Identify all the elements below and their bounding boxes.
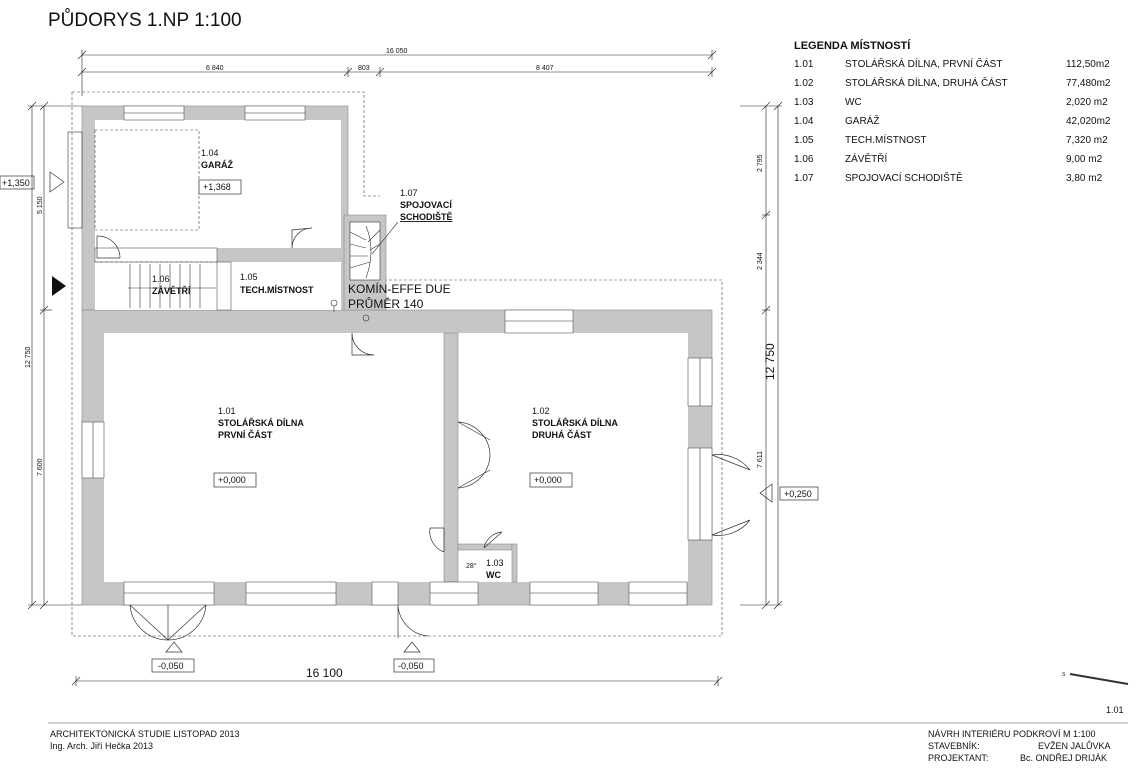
room-1-04-code: 1.04 [201,148,219,158]
legend-name: SPOJOVACÍ SCHODIŠTĚ [845,171,963,184]
dim-bottom-total: 16 100 [306,666,343,680]
wc-walls-side [511,543,518,583]
room-1-02-level: +0,000 [534,475,562,485]
dimension-lines [77,50,717,96]
room-1-02-name-2: DRUHÁ ČÁST [532,429,592,440]
legend-code: 1.03 [794,97,814,108]
room-1-02-name-1: STOLÁŘSKÁ DÍLNA [532,417,618,428]
legend-area: 3,80 m2 [1066,173,1103,184]
level-markers: +1,350 +0,250 -0,050 -0,050 [0,171,819,673]
drawing-title: PŮDORYS 1.NP 1:100 [48,9,242,31]
legend-area: 42,020m2 [1066,116,1111,127]
chimney-symbol [330,299,370,322]
legend-area: 77,480m2 [1066,78,1111,89]
room-1-06-name: ZÁVĚTŘÍ [152,285,191,296]
legend-name: ZÁVĚTŘÍ [845,152,887,165]
room-1-03-name: WC [486,570,501,580]
legend-code: 1.02 [794,78,814,89]
dimension-bottom [71,676,723,686]
room-1-05-floor [231,262,341,310]
footer-left-1: ARCHITEKTONICKÁ STUDIE LISTOPAD 2013 [50,729,240,739]
legend-name: WC [845,97,862,108]
level-right: +0,250 [784,489,812,499]
legend-code: 1.07 [794,173,814,184]
room-1-01-level: +0,000 [218,475,246,485]
dim-left-lower: 7 600 [37,458,44,476]
room-labels: 1.04 GARÁŽ +1,368 1.05 TECH.MÍSTNOST 1.0… [152,148,618,580]
room-1-04-name: GARÁŽ [201,159,233,170]
room-1-03-angle: 28° [466,562,477,570]
footer-investor-label: STAVEBNÍK: [928,741,980,751]
room-1-06-floor [95,262,217,310]
room-1-07-name-1: SPOJOVACÍ [400,200,452,210]
room-1-05-code: 1.05 [240,272,258,282]
room-1-01-name-2: PRVNÍ ČÁST [218,429,273,440]
dim-top-total: 16 050 [386,48,408,55]
north-arrow-letter: S [1062,672,1066,678]
legend-name: GARÁŽ [845,114,879,127]
partition-wall [443,332,459,583]
room-1-07-name-2: SCHODIŠTĚ [400,211,453,222]
legend-name: TECH.MÍSTNOST [845,133,927,146]
legend-code: 1.04 [794,116,814,127]
room-1-03-floor [460,550,512,582]
legend-area: 112,50m2 [1066,59,1110,70]
legend-area: 7,320 m2 [1066,135,1108,146]
level-bottom-mid: -0,050 [398,661,424,671]
legend-name: STOLÁŘSKÁ DÍLNA, PRVNÍ ČÁST [845,57,1002,70]
room-1-07-floor [350,222,380,280]
room-1-07-code: 1.07 [400,188,418,198]
chimney-label-2: PRŮMĚR 140 [348,296,424,311]
room-1-04-level: +1,368 [203,182,231,192]
room-1-06-code: 1.06 [152,274,170,284]
garage-vehicle-outline [94,129,200,231]
dimension-left [27,101,82,610]
doors [67,131,751,641]
connecting-stair [349,221,381,281]
room-1-01-code: 1.01 [218,406,236,416]
room-1-02-floor [458,333,688,582]
north-arrow-icon: S [1062,672,1129,685]
legend-code: 1.05 [794,135,814,146]
dim-top-c: 8 407 [536,65,554,72]
footer-left-2: Ing. Arch. Jiří Hečka 2013 [50,741,153,751]
footer-investor: EVŽEN JALŮVKA [1038,740,1111,751]
level-left: +1,350 [2,178,30,188]
footer-designer-label: PROJEKTANT: [928,753,988,763]
sheet-number: 1.01 [1106,705,1124,715]
dimension-right [740,101,783,610]
dim-right-total: 12 750 [763,343,777,380]
footer-right-title: NÁVRH INTERIÉRU PODKROVÍ M 1:100 [928,729,1096,739]
room-1-01-name-1: STOLÁŘSKÁ DÍLNA [218,417,304,428]
dim-left-total: 12 750 [25,346,32,368]
window-glazing [92,112,701,594]
dim-right-a: 2 795 [757,154,764,172]
footer-designer: Bc. ONDŘEJ DRIJÁK [1020,753,1107,763]
room-1-07-leader [371,221,399,255]
legend-name: STOLÁŘSKÁ DÍLNA, DRUHÁ ČÁST [845,76,1008,89]
legend-table: 1.01 STOLÁŘSKÁ DÍLNA, PRVNÍ ČÁST 112,50m… [794,57,1111,184]
room-1-05-name: TECH.MÍSTNOST [240,285,314,295]
legend-code: 1.01 [794,59,814,70]
level-bottom-left: -0,050 [158,661,184,671]
dim-top-b: 803 [358,65,370,72]
dim-top-a: 6 840 [206,65,224,72]
dim-right-b: 2 344 [757,252,764,270]
legend-heading: LEGENDA MÍSTNOSTÍ [794,39,911,52]
room-1-02-code: 1.02 [532,406,550,416]
chimney-label-1: KOMÍN-EFFE DUE [348,281,451,296]
room-1-01-floor [104,333,444,582]
room-1-03-code: 1.03 [486,558,504,568]
legend-area: 2,020 m2 [1066,97,1108,108]
legend-area: 9,00 m2 [1066,154,1103,165]
dim-left-upper: 5 150 [37,196,44,214]
dim-right-c: 7 611 [757,451,764,468]
entrance-steps [128,264,216,308]
legend-code: 1.06 [794,154,814,165]
terrain-outline [71,91,723,637]
